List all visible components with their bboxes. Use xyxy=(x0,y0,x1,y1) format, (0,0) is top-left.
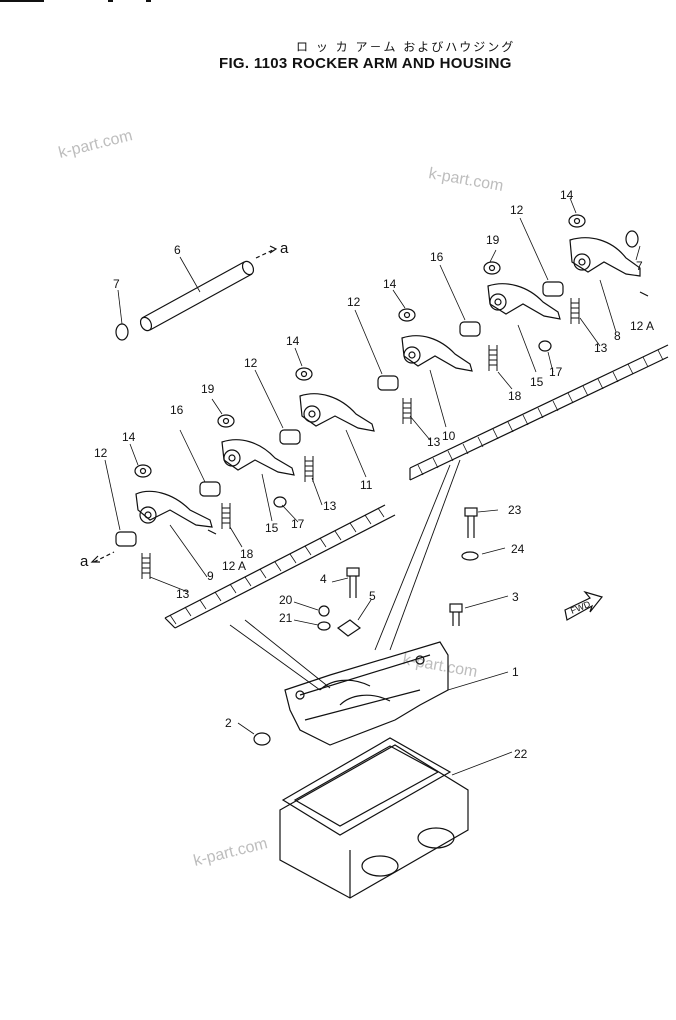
leader-lines xyxy=(104,197,641,776)
callout-6: 6 xyxy=(174,243,181,257)
support-plate-right xyxy=(409,344,669,481)
callout-18: 18 xyxy=(508,389,522,403)
callout-14: 14 xyxy=(286,334,300,348)
callout-12a: 12 A xyxy=(222,559,246,573)
callout-22: 22 xyxy=(514,747,528,761)
corner-mark xyxy=(146,0,151,2)
callout-a: a xyxy=(80,553,89,570)
rocker-shaft xyxy=(139,260,255,332)
callout-9: 9 xyxy=(207,569,214,583)
callout-24: 24 xyxy=(511,542,525,556)
callout-12: 12 xyxy=(244,356,258,370)
callout-4: 4 xyxy=(320,572,327,586)
rocker-arm xyxy=(135,490,213,528)
bolts xyxy=(317,507,479,637)
callout-1: 1 xyxy=(512,665,519,679)
gasket xyxy=(281,737,452,836)
figure-title: FIG. 1103 ROCKER ARM AND HOUSING xyxy=(219,55,512,72)
callout-12a: 12 A xyxy=(630,319,654,333)
watermark-text: k-part.com xyxy=(192,835,269,870)
callout-12: 12 xyxy=(347,295,361,309)
callout-15: 15 xyxy=(530,375,544,389)
callout-13: 13 xyxy=(323,499,337,513)
callout-3: 3 xyxy=(512,590,519,604)
callout-16: 16 xyxy=(430,250,444,264)
watermark-text: k-part.com xyxy=(401,651,478,681)
callout-20: 20 xyxy=(279,593,293,607)
support-plate-left xyxy=(164,504,396,629)
callouts: 6 a 7 12 14 16 19 12 14 12 14 16 19 12 1… xyxy=(80,188,654,761)
rocker-arm xyxy=(569,237,641,277)
callout-15: 15 xyxy=(265,521,279,535)
callout-19: 19 xyxy=(201,382,215,396)
corner-mark xyxy=(0,0,44,2)
callout-17: 17 xyxy=(549,365,563,379)
watermark-text: k-part.com xyxy=(427,165,504,195)
watermarks: k-part.com k-part.com k-part.com k-part.… xyxy=(57,127,505,870)
callout-13: 13 xyxy=(594,341,608,355)
callout-14: 14 xyxy=(560,188,574,202)
callout-12: 12 xyxy=(510,203,524,217)
housing-cap xyxy=(253,732,271,746)
callout-2: 2 xyxy=(225,716,232,730)
rocker-arm xyxy=(401,335,473,372)
callout-10: 10 xyxy=(442,429,456,443)
callout-21: 21 xyxy=(279,611,293,625)
corner-mark xyxy=(108,0,113,2)
shaft-plug xyxy=(625,230,639,248)
callout-7: 7 xyxy=(636,259,643,273)
callout-7: 7 xyxy=(113,277,120,291)
callout-14: 14 xyxy=(383,277,397,291)
reference-arrows xyxy=(90,245,278,563)
fwd-label: FWD xyxy=(569,599,592,616)
watermark-text: k-part.com xyxy=(57,127,134,162)
shaft-plug xyxy=(115,323,129,341)
nuts xyxy=(134,214,586,478)
rocker-arm xyxy=(487,283,561,320)
callout-19: 19 xyxy=(486,233,500,247)
small-screws xyxy=(207,291,649,535)
callout-16: 16 xyxy=(170,403,184,417)
rocker-arm xyxy=(299,393,375,432)
adjusting-screws xyxy=(141,298,580,579)
rocker-arm xyxy=(221,439,295,476)
callout-13: 13 xyxy=(427,435,441,449)
callout-17: 17 xyxy=(291,517,305,531)
callout-11: 11 xyxy=(360,478,373,492)
assembly-guide-lines xyxy=(229,459,461,691)
bushings xyxy=(115,281,564,547)
cylinder-head xyxy=(279,744,469,899)
callout-13: 13 xyxy=(176,587,190,601)
callout-12: 12 xyxy=(94,446,108,460)
callout-23: 23 xyxy=(508,503,522,517)
callout-18: 18 xyxy=(240,547,254,561)
callout-8: 8 xyxy=(614,329,621,343)
callout-a: a xyxy=(280,240,289,257)
callout-14: 14 xyxy=(122,430,136,444)
figure-title-japanese: ロ ッ カ ア－ム およびハウジング xyxy=(296,40,516,54)
callout-5: 5 xyxy=(369,589,376,603)
rocker-housing xyxy=(284,641,449,746)
fwd-direction-arrow-icon: FWD xyxy=(564,590,604,621)
